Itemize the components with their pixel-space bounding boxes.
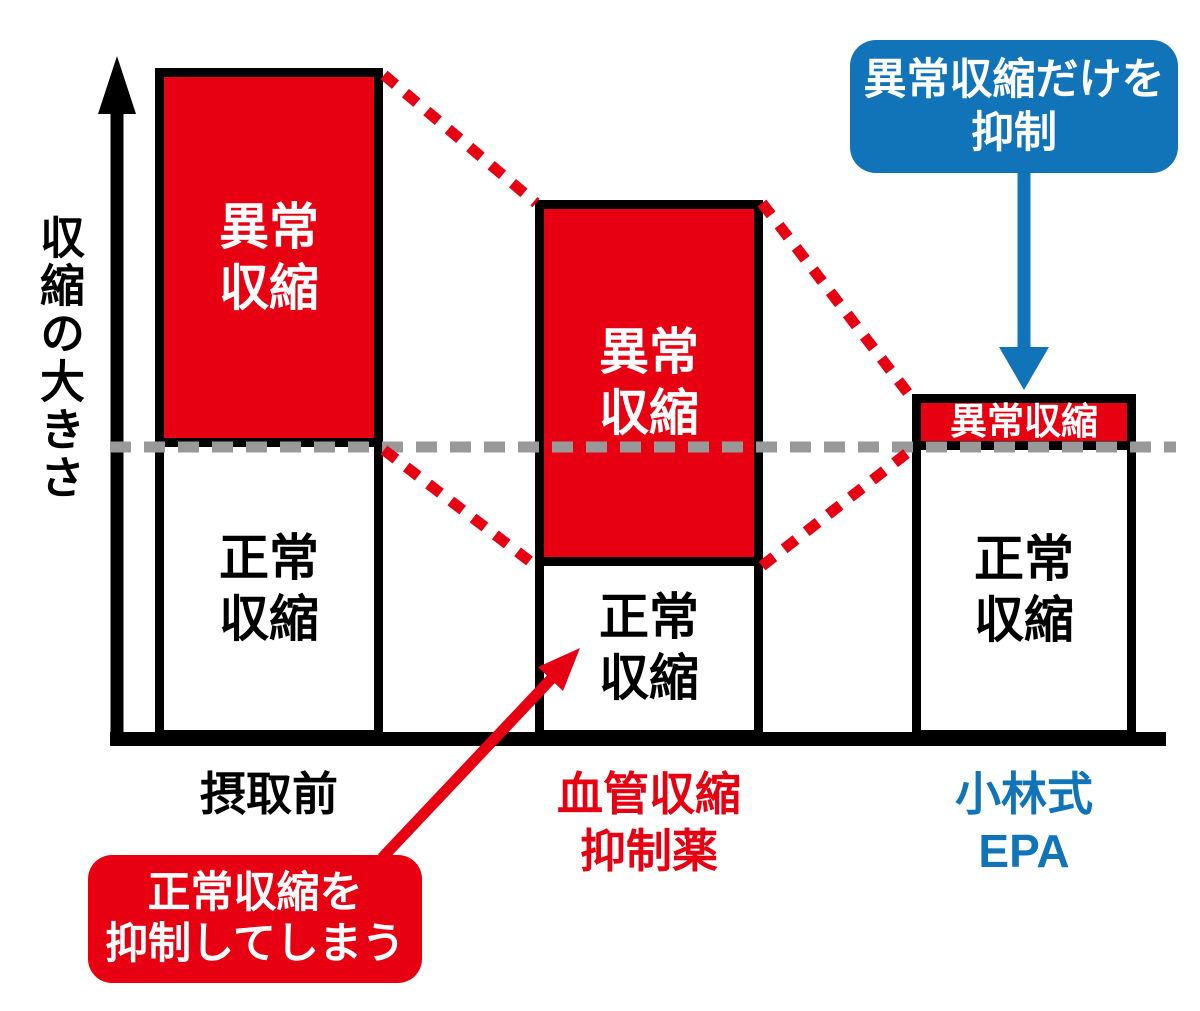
- bar-epa-normal-segment: 正常 収縮: [921, 450, 1127, 730]
- connector-bottom-bar1-bar2: [380, 445, 540, 571]
- connector-top-bar2-bar3: [757, 199, 916, 401]
- category-label-epa: 小林式 EPA: [955, 768, 1093, 877]
- connector-bottom-bar2-bar3: [758, 445, 915, 571]
- category-label-before-intake: 摂取前: [200, 768, 338, 820]
- bar-before-normal-segment: 正常 収縮: [164, 447, 374, 730]
- category-label-inhibitor-drug: 血管収縮 抑制薬: [557, 768, 741, 877]
- bar-before-abnormal-label: 異常 収縮: [219, 198, 319, 316]
- bar-inhibitor-normal-segment: 正常 収縮: [544, 566, 754, 730]
- bar-before-intake: 異常 収縮 正常 収縮: [155, 68, 383, 739]
- blue-callout-text: 異常収縮だけを 抑制: [863, 55, 1165, 157]
- bar-before-normal-label: 正常 収縮: [219, 529, 319, 647]
- bar-inhibitor-abnormal-label: 異常 収縮: [599, 324, 699, 441]
- red-callout-text: 正常収縮を 抑制してしまう: [105, 869, 405, 968]
- bar-epa-abnormal-segment: 異常収縮: [921, 401, 1127, 450]
- bar-epa-normal-label: 正常 収縮: [974, 531, 1074, 648]
- bar-before-abnormal-segment: 異常 収縮: [164, 77, 374, 447]
- bar-inhibitor-abnormal-segment: 異常 収縮: [544, 209, 754, 566]
- y-axis-label: 収縮の大きさ: [33, 214, 84, 502]
- bar-inhibitor-normal-label: 正常 収縮: [599, 589, 699, 706]
- y-axis-arrowhead-icon: [98, 56, 136, 114]
- bar-inhibitor-drug: 異常 収縮 正常 収縮: [535, 200, 763, 739]
- bar-epa-abnormal-label: 異常収縮: [950, 401, 1098, 442]
- red-callout: 正常収縮を 抑制してしまう: [88, 855, 422, 983]
- connector-top-bar1-bar2: [380, 70, 540, 208]
- bar-epa: 異常収縮 正常 収縮: [912, 394, 1136, 739]
- blue-callout: 異常収縮だけを 抑制: [850, 40, 1178, 173]
- blue-arrow-head-icon: [999, 347, 1049, 390]
